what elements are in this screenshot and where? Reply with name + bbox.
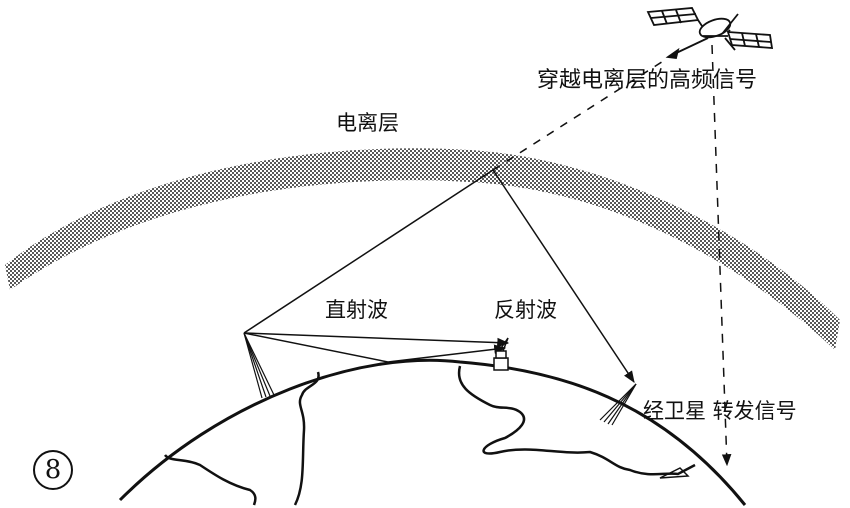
label-direct-wave: 直射波 (325, 298, 388, 322)
label-satellite-relay: 经卫星 转发信号 (643, 399, 797, 423)
reflected-wave (492, 169, 635, 383)
label-high-freq-signal: 穿越电离层的高频信号 (537, 68, 758, 93)
satellite-icon (646, 7, 774, 59)
receive-antenna-icon (599, 383, 637, 426)
ground-reflected-wave (243, 332, 507, 363)
coastline-mid (293, 371, 320, 506)
earth-arc (118, 358, 747, 506)
receiver-tower-icon (493, 337, 509, 371)
figure-number: 8 (33, 450, 73, 490)
coastline-right (457, 365, 696, 476)
direct-wave (243, 332, 510, 348)
satellite-relay-path (711, 44, 732, 467)
coastline-left (163, 454, 257, 506)
ionosphere-band (5, 148, 840, 350)
high-freq-signal-path (492, 57, 669, 171)
label-ionosphere: 电离层 (336, 111, 399, 135)
transmit-antenna-icon (243, 332, 275, 399)
coastline-tip (659, 467, 690, 479)
sky-wave-up (243, 169, 494, 334)
label-reflected-wave: 反射波 (494, 298, 557, 322)
